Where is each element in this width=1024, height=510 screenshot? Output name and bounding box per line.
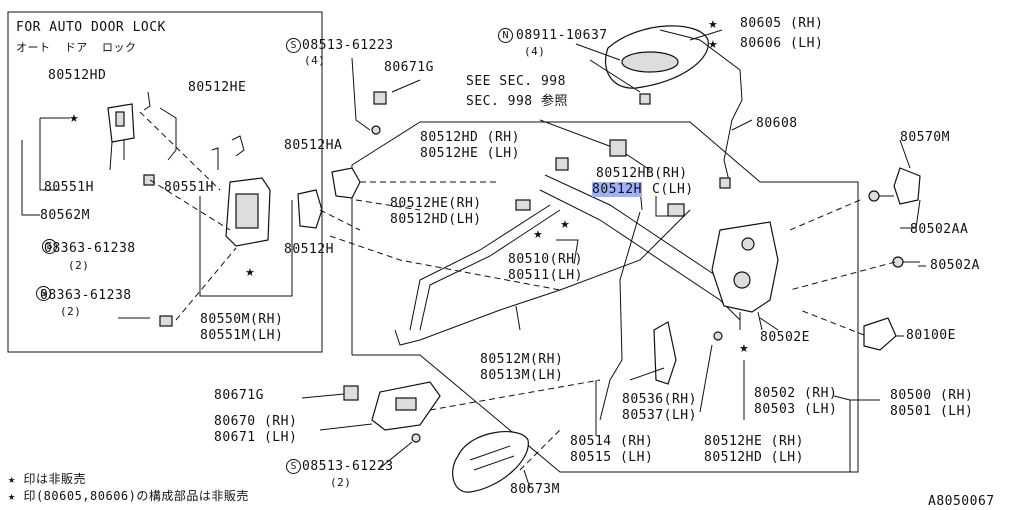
label-08513-61223-bottom: 08513-61223 [302, 459, 394, 474]
label-80503: 80503 (LH) [754, 402, 838, 417]
label-80500: 80500 (RH) [890, 388, 974, 403]
label-80512hc-lh-highlighted[interactable]: 80512H [592, 182, 642, 197]
label-08363-a: 08363-61238 [44, 241, 136, 256]
label-08911-qty: (4) [524, 45, 546, 58]
label-80673m: 80673M [510, 482, 560, 497]
inside-handle-parts [343, 381, 529, 493]
label-80551h-b: 80551H [164, 180, 214, 195]
label-see-sec-998: SEE SEC. 998 [466, 74, 566, 89]
label-80512he-lh: 80512HE (LH) [420, 146, 520, 161]
door-lock-assembly [711, 221, 779, 331]
label-80502a: 80502A [930, 258, 980, 273]
label-80512m: 80512M(RH) [480, 352, 564, 367]
screw-s-marker: S [286, 38, 301, 53]
label-80512he-rh-lower: 80512HE (RH) [704, 434, 804, 449]
label-08363-a-qty: (2) [68, 259, 90, 272]
svg-text:★: ★ [560, 218, 570, 231]
label-80514: 80514 (RH) [570, 434, 654, 449]
screw-s-marker: S [286, 459, 301, 474]
label-80513m: 80513M(LH) [480, 368, 564, 383]
label-80502: 80502 (RH) [754, 386, 838, 401]
label-08363-b-qty: (2) [60, 305, 82, 318]
label-80512h: 80512H [284, 242, 334, 257]
label-80671g: 80671G [214, 388, 264, 403]
label-80100e: 80100E [906, 328, 956, 343]
svg-text:★: ★ [739, 342, 749, 355]
svg-text:★: ★ [708, 18, 718, 31]
label-80512hd-lh-lower: 80512HD (LH) [704, 450, 804, 465]
label-80550m: 80550M(RH) [200, 312, 284, 327]
label-80536: 80536(RH) [622, 392, 697, 407]
note-components-not-for-sale: ★ 印(80605,80606)の構成部品は非販売 [8, 489, 249, 503]
svg-text:★: ★ [708, 38, 718, 51]
star-marks: ★ ★ ★ ★ ★ ★ ★ [69, 18, 749, 355]
label-80606: 80606 (LH) [740, 36, 824, 51]
svg-text:★: ★ [69, 112, 79, 125]
label-80551m: 80551M(LH) [200, 328, 284, 343]
label-80512hd-inset: 80512HD [48, 68, 107, 83]
inset-title: FOR AUTO DOOR LOCK [16, 20, 166, 35]
outside-handle-parts [575, 25, 743, 186]
label-80502aa: 80502AA [910, 222, 969, 237]
screw-s-marker: S [42, 239, 57, 254]
label-08513-bottom-qty: (2) [330, 476, 352, 489]
screw-s-marker: S [36, 286, 51, 301]
svg-text:★: ★ [245, 266, 255, 279]
label-80511: 80511(LH) [508, 268, 583, 283]
inset-subtitle: オート ドア ロック [16, 41, 137, 54]
label-80512ha: 80512HA [284, 138, 343, 153]
label-08363-b: 08363-61238 [40, 288, 132, 303]
misc-parts [297, 91, 921, 385]
label-80512hd-lh: 80512HD(LH) [390, 212, 482, 227]
label-80671g-top: 80671G [384, 60, 434, 75]
label-80512he-rh: 80512HE(RH) [390, 196, 482, 211]
label-80512he-inset: 80512HE [188, 80, 247, 95]
note-not-for-sale: ★ 印は非販売 [8, 472, 86, 486]
rods-and-links [394, 119, 741, 421]
label-80512hc-lh-suffix: C(LH) [652, 182, 694, 197]
label-80551h-a: 80551H [44, 180, 94, 195]
label-08513-top-qty: (4) [304, 54, 326, 67]
label-80605: 80605 (RH) [740, 16, 824, 31]
label-80671: 80671 (LH) [214, 430, 298, 445]
label-08911-10637: 08911-10637 [516, 28, 608, 43]
inset-actuator-parts [21, 91, 293, 327]
label-80515: 80515 (LH) [570, 450, 654, 465]
label-80510: 80510(RH) [508, 252, 583, 267]
inset-frame [7, 11, 323, 353]
label-80537: 80537(LH) [622, 408, 697, 423]
label-80562m: 80562M [40, 208, 90, 223]
label-80512hd-rh: 80512HD (RH) [420, 130, 520, 145]
main-outline [351, 121, 859, 473]
label-80501: 80501 (LH) [890, 404, 974, 419]
label-80502e: 80502E [760, 330, 810, 345]
figure-id: A8050067 [928, 494, 995, 509]
label-08513-61223-top: 08513-61223 [302, 38, 394, 53]
label-80512hb-rh: 80512HB(RH) [596, 166, 688, 181]
nut-n-marker: N [498, 28, 513, 43]
label-sec-998-ref: SEC. 998 参照 [466, 94, 568, 109]
svg-text:★: ★ [533, 228, 543, 241]
leader-lines [301, 29, 926, 489]
label-80570m: 80570M [900, 130, 950, 145]
label-80670: 80670 (RH) [214, 414, 298, 429]
label-80608: 80608 [756, 116, 798, 131]
